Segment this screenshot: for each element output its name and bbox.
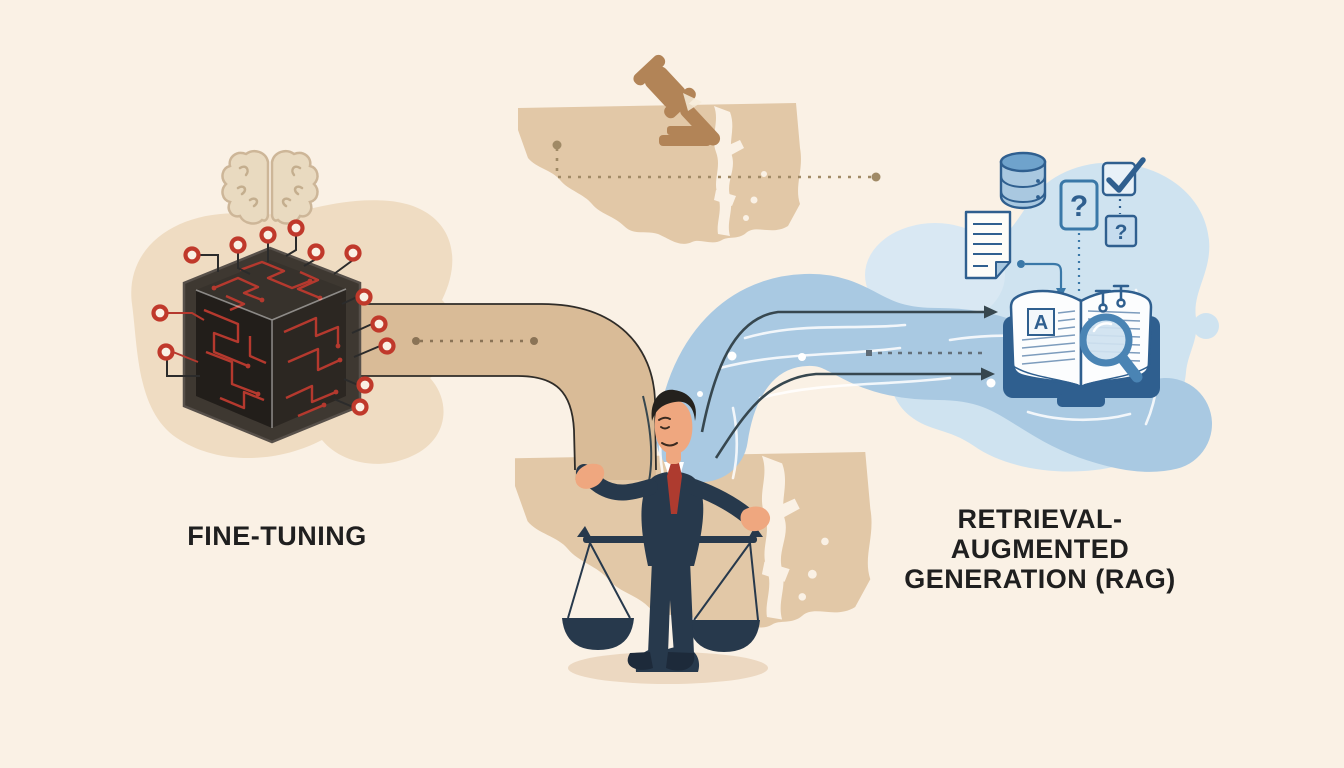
flow-dots	[697, 351, 996, 397]
question-mark-large: ?	[1070, 190, 1088, 223]
magnifying-glass-icon	[1079, 313, 1143, 383]
database-icon	[999, 151, 1047, 210]
left-shoe	[627, 652, 653, 670]
circuit-node-icons	[151, 219, 396, 416]
scales-of-justice-icon	[562, 526, 763, 652]
page-letter: A	[1034, 312, 1048, 334]
question-mark-small: ?	[1115, 221, 1128, 244]
dotted-connector-ribbon	[412, 337, 538, 345]
label-rag-line1: RETRIEVAL-AUGMENTED	[950, 504, 1130, 564]
businessman-figure	[575, 389, 771, 671]
brain-icon	[221, 149, 319, 225]
right-shoe	[666, 652, 695, 671]
dotted-connector-blue	[866, 350, 982, 356]
push-pin-icons	[1094, 284, 1130, 313]
face	[654, 399, 693, 455]
document-icon	[964, 210, 1012, 280]
blue-blob-dot	[1193, 313, 1219, 339]
face-features	[658, 416, 678, 447]
hair	[651, 389, 696, 421]
tie	[667, 463, 682, 514]
flow-arrow-bottom	[714, 367, 995, 459]
dotted-connector-top	[552, 140, 881, 182]
suit-jacket	[641, 471, 704, 566]
trousers	[648, 560, 694, 654]
label-fine-tuning: FINE-TUNING	[187, 521, 367, 551]
question-box-small-icon: ?	[1104, 214, 1138, 248]
node-connectors	[166, 235, 381, 408]
label-rag-line2: GENERATION (RAG)	[904, 564, 1176, 594]
checkbox-checked-icon	[1101, 157, 1146, 197]
gavel-icon	[633, 54, 721, 146]
neural-network-cube-icon	[151, 219, 396, 444]
circuit-traces	[203, 260, 341, 418]
page-letter-box	[1027, 308, 1055, 336]
flow-arrow-top	[700, 305, 998, 433]
tan-flow-ribbon	[356, 303, 657, 480]
open-book-icon: A	[1003, 284, 1160, 407]
left-hand	[575, 463, 605, 489]
question-box-icon: ?	[1059, 179, 1099, 231]
right-hand	[740, 506, 771, 532]
label-rag: RETRIEVAL-AUGMENTED GENERATION (RAG)	[872, 504, 1208, 594]
gavel-shine	[683, 93, 702, 111]
